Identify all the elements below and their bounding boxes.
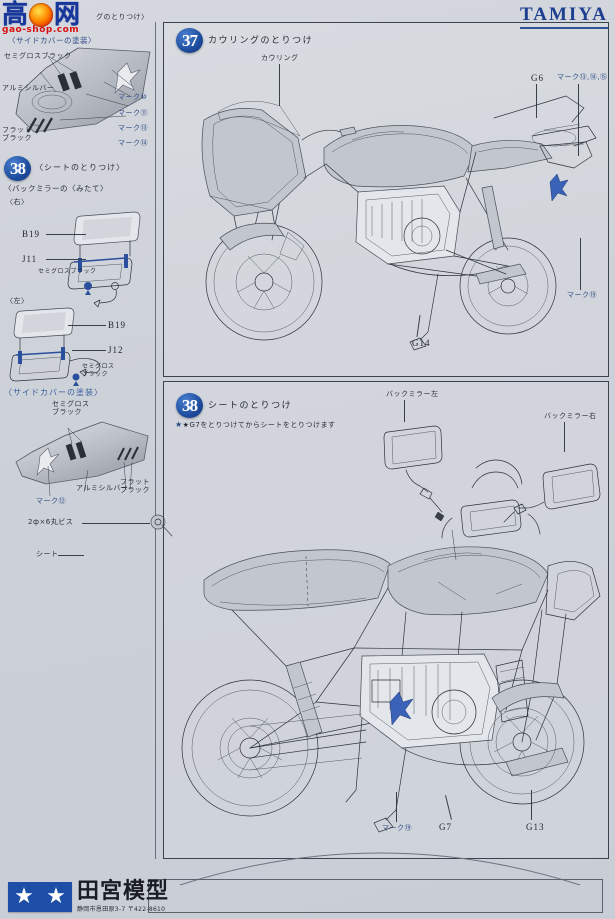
part-code-g14: G14 [412,338,431,348]
part-code-b19-left: B19 [108,320,127,330]
leader-g6 [536,84,537,118]
note-star-icon: ★ [175,420,183,429]
label-semi-gloss-black-mirror-left: セミグロス ブラック [82,363,115,378]
tamiya-footer-logo: ★ ★ 田宮模型 静岡市恩田原3-7 〒422-8610 [8,881,169,913]
watermark-char-gao: 高 [2,0,29,30]
side-cover-paint-heading-top: 〈サイドカバーの塗装〉 [8,36,96,45]
mirror-right-tag: 〈右〉 [6,198,29,206]
side-cover-art [15,421,149,497]
label-mark-19-step38: マーク⑲ [382,824,412,832]
leader-j12 [72,350,106,351]
leader-b19-right [46,234,86,235]
label-mark-12: マーク⑫ [36,497,66,505]
label-flat-black-cover: フラット ブラック [120,478,150,494]
leader-seat [58,555,84,556]
label-mirror-left: バックミラー左 [386,390,439,398]
label-screw-2x6: 2ф×6丸ビス [28,518,74,526]
label-aluminum-silver-cover: アルミシルバー [76,484,129,492]
part-code-j11: J11 [22,254,38,264]
label-mark-14: マーク⑭ [118,139,148,147]
label-semi-gloss-black-mirror-right: セミグロスブラック [38,268,97,275]
leader-cowling [279,64,280,106]
label-semi-gloss-black-top: セミグロスブラック [4,52,72,60]
motorcycle-art-step38 [181,529,601,833]
label-mark-11: マーク⑪ [118,109,148,117]
step-bubble-37: 37 [176,28,203,53]
side-cover-paint-heading: 〈サイドカバーの塗装〉 [4,388,103,397]
mirror-left-tag: 〈左〉 [6,297,29,305]
part-code-b19-right: B19 [22,229,41,239]
star-icon-1: ★ [14,884,34,909]
leader-screw [82,523,150,524]
label-mark-13-14-15: マーク⑬,⑭,⑮ [557,73,608,81]
step-bubble-38: 38 [176,393,203,418]
watermark-char-wang: 网 [54,0,81,30]
label-mark-19-step37: マーク⑲ [567,291,597,299]
twin-star-emblem: ★ ★ [8,882,72,912]
leader-b19-left [68,325,106,326]
leader-mark-13-14-15 [578,84,579,156]
mirror-right-art [67,211,141,308]
column-divider [155,22,156,859]
part-code-j12: J12 [108,345,124,355]
part-code-g13: G13 [526,822,545,832]
bottom-arc-decoration [150,852,610,886]
step-37-title: カウリングのとりつけ [208,36,314,46]
step-38-left-title: 〈シートのとりつけ〉 [35,163,126,172]
star-icon-2: ★ [46,884,66,909]
label-mirror-right: バックミラー右 [544,412,597,420]
watermark-logo: 高网 gao-shop.com [2,2,122,46]
label-seat: シート [36,550,59,558]
leader-g13 [531,790,532,820]
tamiya-wordmark: TAMIYA [519,4,608,29]
mirror-left-art [9,307,101,386]
bottom-note-box [148,879,603,913]
mirror-assembly-subtitle: 〈バックミラーの〈みたて〉 [4,184,108,193]
side-cover-art-top [15,47,151,134]
leader-mark-19-step37 [580,238,581,290]
partial-section-title: グのとりつけ〉 [96,13,149,21]
watermark-url: gao-shop.com [2,25,80,35]
part-code-g6: G6 [531,73,544,83]
step-38-note: ★G7をとりつけてからシートをとりつけます [182,421,336,429]
label-semi-gloss-black-cover: セミグロス ブラック [52,400,90,416]
mirrors-step38-art [383,425,601,539]
screw-icon [150,514,173,537]
label-mark-10: マーク⑩ [118,93,148,101]
footer-address: 静岡市恩田原3-7 〒422-8610 [77,906,166,913]
label-mark-13: マーク⑬ [118,124,148,132]
motorcycle-art-step37 [201,95,597,351]
label-flat-black-top: フラット ブラック [2,126,32,142]
leader-mirror-left [404,400,405,422]
label-cowling: カウリング [261,54,299,62]
seal-icon [29,3,54,27]
step-bubble-38-left: 38 [4,156,31,181]
leader-j11 [46,259,86,260]
step-38-title: シートのとりつけ [208,401,293,411]
label-aluminum-silver-top: アルミシルバー [2,84,55,92]
footer-brand-name: 田宮模型 [77,879,170,904]
leader-mirror-right [564,422,565,452]
part-code-g7: G7 [439,822,452,832]
watermark-title: 高网 [2,2,122,28]
